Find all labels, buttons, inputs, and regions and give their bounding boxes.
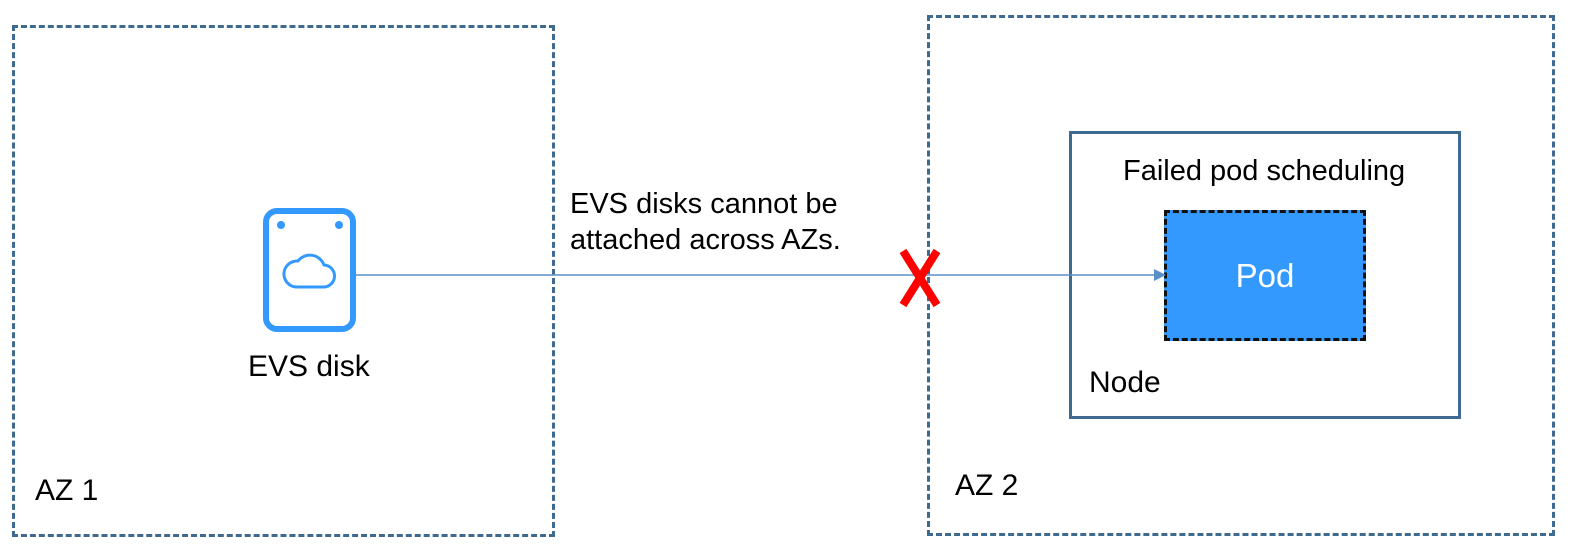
pod-label: Pod <box>1235 256 1295 294</box>
node-label: Node <box>1089 366 1161 399</box>
evs-disk-label: EVS disk <box>248 350 370 383</box>
evs-disk-cloud-icon <box>263 208 356 332</box>
cross-az-note-line-2: attached across AZs. <box>570 224 841 256</box>
cross-az-note-line-1: EVS disks cannot be <box>570 188 838 220</box>
availability-zone-1 <box>12 25 555 537</box>
az2-label: AZ 2 <box>955 469 1019 502</box>
x-mark-icon <box>899 248 941 308</box>
cross-az-note: EVS disks cannot be attached across AZs. <box>570 186 841 258</box>
failed-scheduling-label: Failed pod scheduling <box>1123 155 1406 187</box>
az1-label: AZ 1 <box>35 474 99 507</box>
